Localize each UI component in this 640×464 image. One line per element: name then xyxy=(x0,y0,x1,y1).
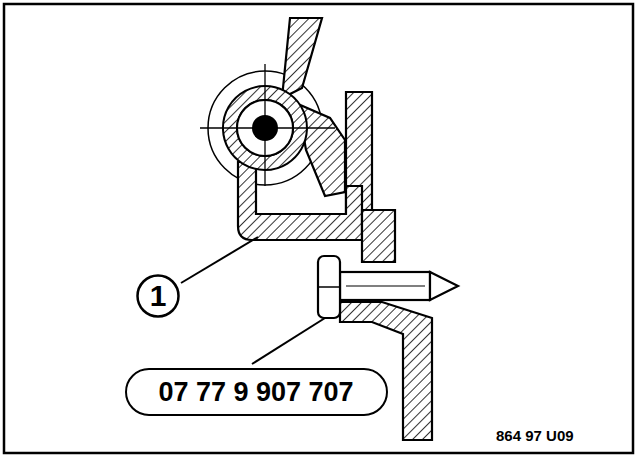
leader-line xyxy=(252,318,325,364)
bracket xyxy=(238,162,362,240)
centre-line xyxy=(264,64,265,186)
screw-head xyxy=(318,256,340,318)
screw-head-line xyxy=(318,286,340,288)
upper-plate xyxy=(282,18,322,98)
block xyxy=(362,210,395,262)
callout-number: 1 xyxy=(150,281,167,311)
part-number-box: 07 77 9 907 707 xyxy=(125,368,388,416)
screw-axis xyxy=(346,285,425,286)
leader-line xyxy=(181,237,258,283)
callout-circle-outline xyxy=(138,276,179,317)
callout-circle: 1 xyxy=(136,274,180,318)
frame xyxy=(4,4,633,453)
screw-shaft xyxy=(340,272,430,300)
centre-line xyxy=(200,127,335,128)
part-number: 07 77 9 907 707 xyxy=(158,379,353,406)
figure-code: 864 97 U09 xyxy=(496,428,574,443)
screw-tip xyxy=(430,272,458,300)
